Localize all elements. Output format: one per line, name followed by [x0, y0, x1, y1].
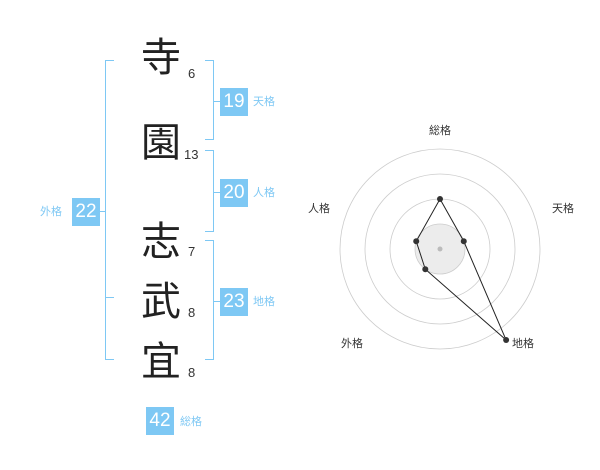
radar-point-3	[503, 337, 510, 344]
radar-point-2	[460, 238, 467, 245]
gaikaku-inner-tick	[105, 297, 114, 298]
chikaku-label: 地格	[253, 295, 275, 308]
radar-point-1	[437, 196, 443, 202]
name-char-3: 志	[141, 219, 181, 265]
radar-data-polygon	[415, 197, 507, 341]
radar-ring	[364, 173, 516, 325]
stroke-count-3: 7	[188, 244, 196, 259]
tenkaku-connector	[213, 101, 220, 102]
radar-point-5	[413, 238, 420, 245]
radar-center-dot	[437, 246, 443, 252]
name-char-5: 宜	[141, 339, 181, 385]
jinkaku-bracket	[205, 150, 214, 232]
jinkaku-label: 人格	[253, 186, 275, 199]
stroke-count-5: 8	[188, 365, 196, 380]
stroke-count-1: 6	[188, 66, 196, 81]
tenkaku-label: 天格	[253, 95, 275, 108]
name-char-1: 寺	[141, 35, 181, 81]
gaikaku-label: 外格	[40, 205, 62, 218]
gaikaku-bracket	[105, 60, 114, 360]
tenkaku-bracket	[205, 60, 214, 140]
soukaku-label: 総格	[180, 415, 202, 428]
radar-axis-label-2: 天格	[552, 201, 574, 215]
chikaku-bracket	[205, 240, 214, 360]
radar-axis-label-3: 地格	[512, 336, 534, 350]
radar-point-4	[422, 266, 429, 273]
radar-axis-label-5: 人格	[308, 201, 330, 215]
jinkaku-value-badge: 20	[220, 179, 248, 207]
jinkaku-connector	[213, 192, 220, 193]
chikaku-value-badge: 23	[220, 288, 248, 316]
name-char-2: 園	[141, 120, 181, 166]
tenkaku-value-badge: 19	[220, 88, 248, 116]
stroke-count-4: 8	[188, 305, 196, 320]
name-char-4: 武	[141, 279, 181, 325]
radar-axis-label-1: 総格	[429, 123, 451, 137]
stroke-count-2: 13	[184, 147, 199, 162]
soukaku-value-badge: 42	[146, 407, 174, 435]
radar-ring	[339, 148, 541, 350]
gaikaku-value-badge: 22	[72, 198, 100, 226]
radar-axis-label-4: 外格	[341, 336, 363, 350]
chikaku-connector	[213, 301, 220, 302]
gaikaku-connector	[100, 211, 105, 212]
